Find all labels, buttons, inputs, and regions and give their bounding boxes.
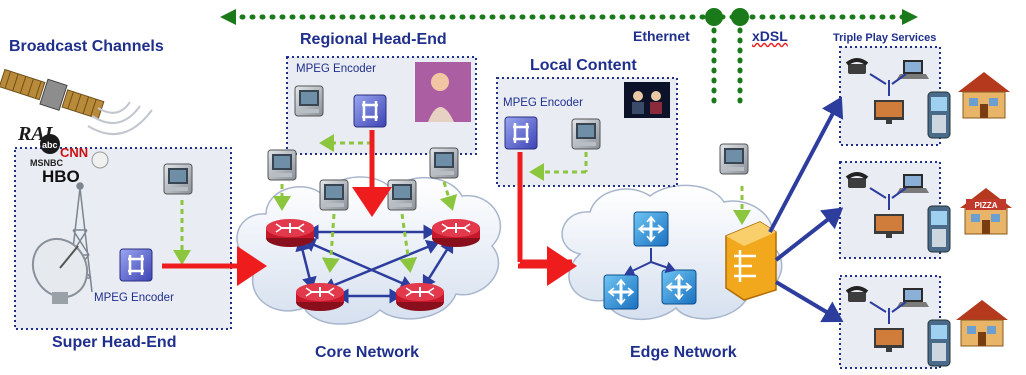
core-network-label: Core Network bbox=[315, 344, 420, 361]
triple-play-devices-3 bbox=[845, 286, 1009, 367]
edge-switch-icon bbox=[632, 210, 670, 248]
edge-internal-links bbox=[624, 248, 676, 276]
broadcast-channels-label: Broadcast Channels bbox=[9, 38, 164, 55]
xdsl-label: xDSL bbox=[752, 28, 788, 44]
mpeg-encoder-switch-icon bbox=[503, 115, 539, 151]
ethernet-label: Ethernet bbox=[633, 28, 690, 44]
local-content-label: Local Content bbox=[530, 57, 637, 74]
super-head-end-label: Super Head-End bbox=[52, 334, 177, 351]
mpeg-encoder-label: MPEG Encoder bbox=[94, 292, 174, 304]
core-router-icon bbox=[431, 218, 481, 248]
abc-logo: abc bbox=[42, 140, 58, 150]
encoder-device-icon bbox=[267, 149, 297, 181]
news-anchors-photo bbox=[624, 82, 670, 118]
hbo-logo: HBO bbox=[42, 167, 80, 186]
triple-play-box-3 bbox=[839, 275, 941, 369]
core-router-icon bbox=[395, 282, 445, 312]
core-network-cloud bbox=[236, 176, 502, 325]
triple-play-devices-2: PIZZA bbox=[845, 172, 1013, 253]
mobile-handset-icon bbox=[927, 319, 951, 367]
encoder-device-icon bbox=[294, 85, 324, 117]
satellite-icon bbox=[0, 68, 105, 120]
encoder-feed-links bbox=[173, 134, 751, 273]
mpeg-encoder-switch-icon bbox=[118, 247, 154, 283]
house-icon bbox=[957, 71, 1011, 119]
mobile-handset-icon bbox=[927, 91, 951, 139]
edge-network-label: Edge Network bbox=[630, 344, 737, 361]
core-mesh-links bbox=[295, 224, 454, 304]
mpeg-encoder-switch-icon bbox=[352, 93, 388, 129]
ethernet-xdsl-line bbox=[220, 8, 918, 107]
broadcast-waves bbox=[87, 101, 153, 135]
dslam-icon bbox=[725, 221, 777, 301]
singer-photo bbox=[415, 62, 471, 122]
core-router-icon bbox=[265, 218, 315, 248]
regional-head-end-label: Regional Head-End bbox=[300, 31, 447, 48]
house-icon bbox=[955, 299, 1009, 347]
mobile-handset-icon bbox=[927, 205, 951, 253]
pizza-shop-icon: PIZZA bbox=[959, 187, 1013, 235]
triple-play-devices-1 bbox=[845, 58, 1011, 139]
encoder-device-icon bbox=[571, 118, 601, 150]
edge-switch-icon bbox=[660, 268, 698, 306]
encoder-device-icon bbox=[719, 143, 749, 175]
mpeg-encoder-label: MPEG Encoder bbox=[296, 63, 376, 75]
super-head-end-box bbox=[14, 147, 232, 330]
video-transport-links bbox=[162, 130, 577, 286]
core-router-icon bbox=[295, 282, 345, 312]
cnn-logo: CNN bbox=[60, 145, 88, 160]
encoder-device-icon bbox=[429, 147, 459, 179]
mpeg-encoder-label: MPEG Encoder bbox=[503, 97, 583, 109]
edge-switch-icon bbox=[602, 273, 640, 311]
access-links bbox=[768, 96, 844, 323]
encoder-device-icon bbox=[387, 179, 417, 211]
encoder-device-icon bbox=[163, 163, 193, 195]
channel-logos: RAI abc CNN MSNBC HBO bbox=[17, 123, 109, 186]
msnbc-logo: MSNBC bbox=[30, 158, 63, 168]
satellite-dish-icon bbox=[31, 237, 89, 304]
encoder-device-icon bbox=[319, 179, 349, 211]
pizza-sign: PIZZA bbox=[974, 201, 997, 210]
triple-play-services-label: Triple Play Services bbox=[833, 32, 937, 44]
